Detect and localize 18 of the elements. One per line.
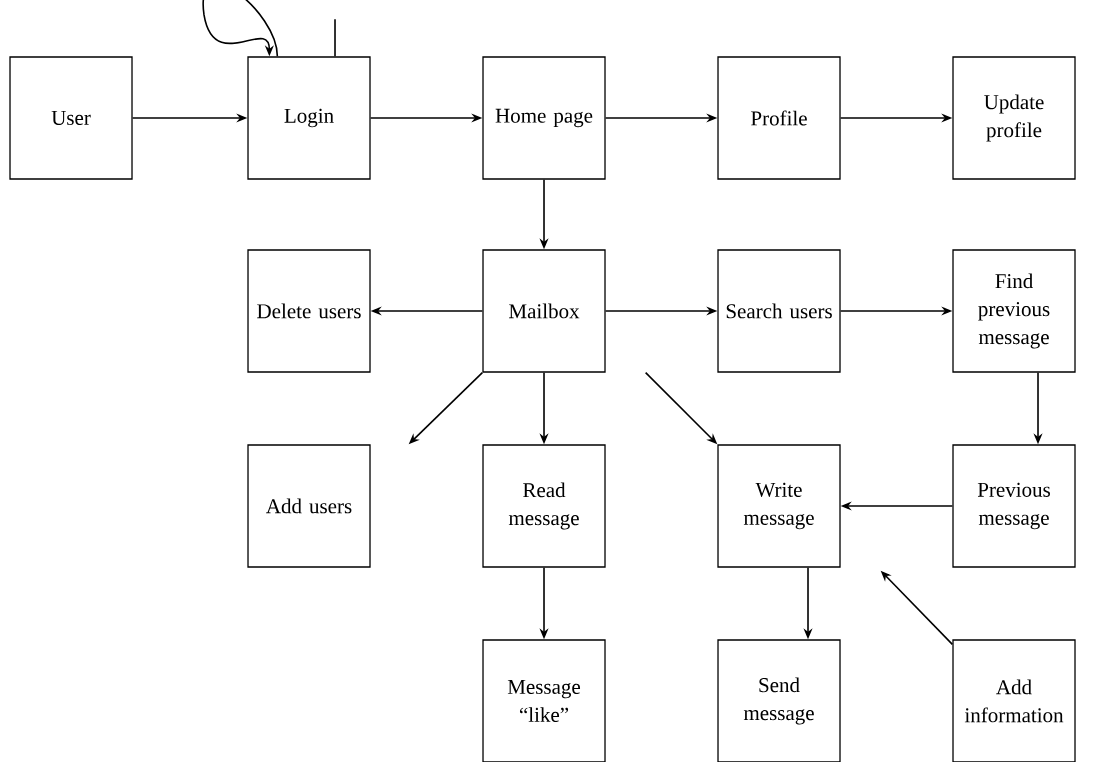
process-box: Add information [952, 639, 1076, 762]
process-box: Send message [717, 639, 841, 762]
process-box: Profile [717, 56, 841, 180]
process-box: Message “like” [482, 639, 606, 762]
process-box: Search users [717, 249, 841, 373]
process-box: Mailbox [482, 249, 606, 373]
process-box: Delete users [247, 249, 371, 373]
process-box: Home page [482, 56, 606, 180]
process-box: Write message [717, 444, 841, 568]
line [334, 18, 336, 58]
process-box: Find previous message [952, 249, 1076, 373]
process-box: Login [247, 56, 371, 180]
process-box: User [9, 56, 133, 180]
process-box: Update profile [952, 56, 1076, 180]
process-box: Previous message [952, 444, 1076, 568]
process-box: Read message [482, 444, 606, 568]
loop-arrow [202, 0, 279, 58]
process-box: Add users [247, 444, 371, 568]
